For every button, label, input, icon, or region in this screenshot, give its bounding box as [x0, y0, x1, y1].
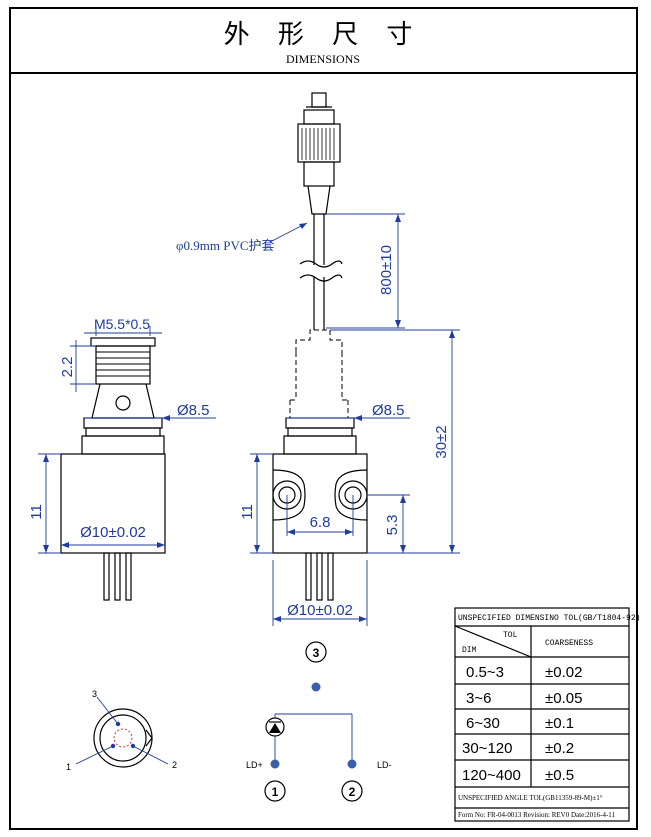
table-range-1: 3~6 — [466, 690, 491, 707]
hole-pitch-label: 6.8 — [310, 514, 331, 531]
dim-front-body-dia: Ø10±0.02 — [272, 560, 368, 626]
table-tol-4: ±0.5 — [545, 767, 574, 784]
dim-total-length: 30±2 — [330, 329, 460, 554]
fiber-cable — [299, 214, 343, 330]
tolerance-table: UNSPECIFIED DIMENSINO TOL(GB/T1804-92) T… — [454, 607, 640, 822]
table-col-tol: TOL — [503, 631, 518, 640]
table-range-4: 120~400 — [462, 767, 521, 784]
table-form-note: Form No: FR-04-0013 Revision: REV0 Date:… — [458, 811, 616, 819]
side-view — [60, 337, 166, 601]
side-thread — [95, 345, 151, 385]
hole-height-label: 5.3 — [384, 515, 401, 536]
pin3-dot — [311, 682, 321, 692]
pin1-number: 1 — [272, 785, 279, 799]
dim-front-neck: Ø8.5 — [286, 402, 410, 421]
dim-side-body-height: 11 — [28, 453, 61, 554]
laser-diode-symbol — [265, 717, 285, 737]
thread-label: M5.5*0.5 — [94, 316, 150, 332]
front-body-dia-label: Ø10±0.02 — [287, 602, 353, 619]
side-port — [115, 395, 131, 411]
ld-plus-label: LD+ — [246, 760, 263, 770]
pin3-marker — [305, 641, 327, 663]
side-body-height-label: 11 — [28, 504, 45, 520]
pin1-marker — [264, 780, 286, 802]
thread-lines — [96, 351, 150, 377]
dim-thread: M5.5*0.5 — [84, 316, 162, 336]
break-mark-lower — [299, 274, 343, 282]
table-tol-1: ±0.05 — [545, 690, 582, 707]
dim-hole-height: 5.3 — [367, 494, 410, 553]
front-neck-dia-label: Ø8.5 — [372, 402, 405, 419]
pin2-marker — [341, 780, 363, 802]
total-length-label: 30±2 — [433, 425, 450, 458]
dim-front-body-height: 11 — [239, 453, 273, 554]
connector-knurl — [301, 128, 335, 160]
pin3-number: 3 — [313, 646, 320, 660]
dim-side-body-dia: Ø10±0.02 — [61, 524, 165, 548]
side-body-dia-label: Ø10±0.02 — [80, 524, 146, 541]
pin1-dot — [270, 759, 280, 769]
table-tol-0: ±0.02 — [545, 664, 582, 681]
pinout-label-1: 1 — [66, 762, 71, 772]
ld-minus-label: LD- — [377, 760, 392, 770]
strain-boot — [307, 185, 331, 215]
front-body-height-label: 11 — [239, 504, 256, 520]
title-english: DIMENSIONS — [286, 52, 360, 66]
table-angle-note: UNSPECIFIED ANGLE TOL(GB11359-89-M)±1° — [458, 794, 603, 802]
table-range-3: 30~120 — [462, 740, 512, 757]
table-tol-3: ±0.2 — [545, 740, 574, 757]
circuit-diagram: 3 LD+ LD- 1 2 — [246, 641, 392, 802]
table-tol-2: ±0.1 — [545, 715, 574, 732]
dim-thread-length: 2.2 — [59, 340, 96, 392]
table-col-coarseness: COARSENESS — [545, 639, 593, 648]
pinout-label-3: 3 — [92, 689, 97, 699]
laser-body-side — [60, 453, 166, 554]
dim-hole-pitch: 6.8 — [286, 495, 354, 536]
side-pins — [103, 552, 132, 601]
boot-outline-dashed — [289, 329, 349, 418]
pin2-number: 2 — [349, 785, 356, 799]
dim-cable-length: 800±10 — [326, 213, 405, 329]
cable-length-label: 800±10 — [378, 245, 395, 295]
table-range-2: 6~30 — [466, 715, 500, 732]
dim-side-neck: Ø8.5 — [84, 402, 216, 421]
title-chinese: 外 形 尺 寸 — [224, 20, 423, 50]
thread-length-label: 2.2 — [59, 357, 76, 378]
break-mark-upper — [299, 260, 343, 268]
front-pins — [305, 552, 334, 601]
pinout-label-2: 2 — [172, 760, 177, 770]
pin2-dot — [347, 759, 357, 769]
side-neck-dia-label: Ø8.5 — [177, 402, 210, 419]
pinout-view: 3 1 2 — [66, 689, 177, 772]
table-title: UNSPECIFIED DIMENSINO TOL(GB/T1804-92) — [458, 614, 640, 623]
fc-connector — [297, 92, 341, 215]
jacket-label: φ0.9mm PVC护套 — [176, 238, 275, 253]
sheet-frame — [9, 7, 638, 830]
table-col-dim: DIM — [462, 646, 477, 655]
jacket-callout: φ0.9mm PVC护套 — [176, 222, 308, 253]
table-range-0: 0.5~3 — [466, 664, 504, 681]
